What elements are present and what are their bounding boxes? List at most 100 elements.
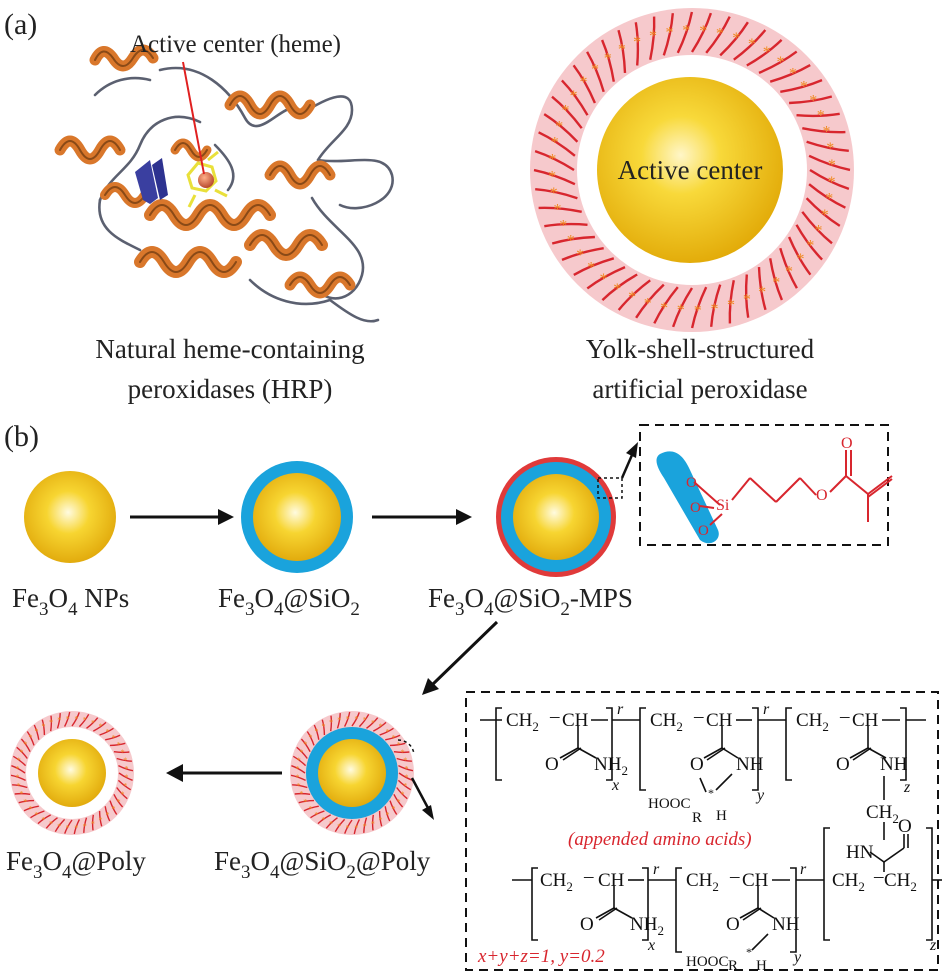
polymer-chain — [802, 127, 846, 134]
arrow-zoom-poly — [410, 777, 434, 820]
hrp-caption-line1: Natural heme-containing — [95, 334, 364, 364]
polymer-chain — [398, 772, 413, 781]
amino-acid-star: * — [386, 727, 390, 736]
polymer-chain — [363, 817, 368, 833]
arrow-sio2-to-mps — [372, 509, 472, 525]
polymer-chain — [544, 222, 588, 228]
polymer-chain — [601, 273, 638, 301]
r2-dash-c: – — [873, 866, 884, 887]
mps-core — [513, 474, 599, 560]
polymer-chain — [18, 799, 35, 804]
r2-z: z — [929, 937, 937, 954]
polymer-chain — [310, 810, 325, 819]
amino-acid-star: * — [666, 24, 674, 41]
polymer-chain — [780, 78, 823, 93]
polymer-chain — [561, 79, 589, 116]
polymer-chain — [393, 793, 404, 808]
polymer-chain — [118, 772, 133, 781]
amino-acid-star: * — [329, 718, 333, 727]
r2-star: * — [746, 945, 752, 959]
amino-acid-star: * — [17, 756, 21, 765]
amino-acid-star: * — [303, 740, 307, 749]
polymer-chain — [586, 265, 626, 290]
amino-acid-star: * — [346, 823, 350, 832]
amino-acid-star: * — [777, 54, 785, 71]
amino-acid-star: * — [112, 804, 116, 813]
amino-acid-star: * — [91, 718, 95, 727]
polymer-chain — [719, 21, 749, 57]
polymer-chain — [303, 805, 319, 812]
polymer-chain — [795, 224, 823, 261]
yolk-caption-line2: artificial peroxidase — [592, 374, 807, 404]
polymer-chain — [635, 283, 665, 319]
polymer-chain — [300, 738, 311, 753]
amino-acid-star: * — [397, 740, 401, 749]
polymer-chain — [769, 64, 811, 83]
polymer-chain — [330, 715, 333, 732]
polymer-chain — [98, 810, 103, 827]
amino-acid-star: * — [57, 716, 61, 725]
amino-acid-star: * — [604, 51, 612, 68]
amino-acid-star: * — [354, 823, 358, 832]
r1-dash-b: – — [693, 706, 704, 727]
amino-acid-star: * — [763, 44, 771, 61]
polymer-chain — [105, 734, 121, 741]
amino-acid-star: * — [405, 773, 409, 782]
polymer-chain — [26, 731, 35, 746]
polymer-chain — [117, 779, 132, 791]
amino-acid-star: * — [548, 168, 556, 185]
amino-acid-star: * — [16, 764, 20, 773]
polymer-chain — [45, 817, 58, 829]
amino-acid-star: * — [587, 260, 595, 277]
yolk-shell-chains: ****************************************… — [533, 11, 851, 329]
polymer-chain — [796, 112, 840, 118]
r1-dash-a: – — [549, 706, 560, 727]
amino-acid-star: * — [17, 782, 21, 791]
amino-acid-star: * — [296, 764, 300, 773]
polymer-chain — [334, 818, 346, 833]
polymer-row2-bonds — [512, 827, 942, 953]
mps-o-1: O — [686, 475, 697, 491]
polymer-chain — [561, 247, 604, 262]
amino-acid-star: * — [628, 289, 636, 306]
polymer-chain — [325, 817, 338, 829]
amino-acid-star: * — [83, 822, 87, 831]
r1-r-a: r — [617, 701, 624, 718]
amino-acid-star: * — [682, 23, 690, 40]
r2-ch-a: CH — [598, 870, 625, 891]
polymer-chain — [389, 742, 406, 747]
polymer-chain — [690, 286, 708, 329]
amino-acid-star: * — [732, 30, 740, 47]
r2-ch-b: CH — [742, 870, 769, 891]
r2-hooc: HOOC — [686, 954, 729, 970]
amino-acid-star: * — [809, 93, 817, 110]
amino-acid-star: * — [66, 823, 70, 832]
amino-acid-star: * — [826, 140, 834, 157]
amino-acid-star: * — [19, 790, 23, 799]
amino-acid-star: * — [570, 88, 578, 105]
mps-o-ester: O — [816, 487, 828, 504]
r1-nh-b: NH — [736, 754, 764, 775]
r1-ch2-b: CH2 — [650, 710, 683, 734]
label-fe3o4-poly: Fe3O4@Poly — [6, 846, 146, 883]
polymer-chain — [343, 711, 351, 727]
amino-acid-star: * — [633, 34, 641, 51]
r1-ch-c: CH — [852, 710, 879, 731]
polymer-chain — [710, 284, 722, 327]
polymer-chain — [371, 814, 374, 831]
label-fe3o4-nps: Fe3O4 NPs — [12, 583, 129, 620]
arrow-zoom-mps — [620, 442, 638, 479]
amino-acid-star: * — [548, 151, 556, 168]
r1-hooc: HOOC — [648, 796, 691, 812]
mps-bonds — [693, 450, 893, 526]
r1-ch2-a: CH2 — [506, 710, 539, 734]
polymer-chain — [30, 810, 45, 819]
amino-acid-star: * — [99, 722, 103, 731]
polymer-chain — [63, 711, 71, 727]
amino-acid-star: * — [20, 748, 24, 757]
amino-acid-star: * — [716, 25, 724, 42]
amino-acid-star: * — [559, 218, 567, 235]
amino-acid-star: * — [797, 251, 805, 268]
r1-ch-a: CH — [562, 710, 589, 731]
polymer-chain — [78, 713, 90, 728]
